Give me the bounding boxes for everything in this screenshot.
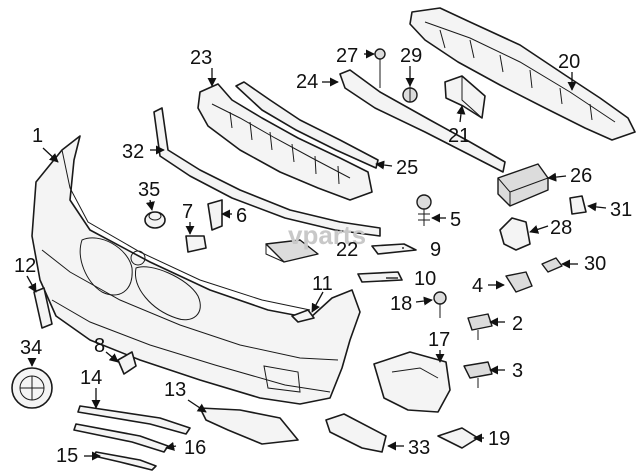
part-9-trim-piece[interactable] xyxy=(371,243,417,255)
part-30-cover[interactable] xyxy=(541,257,563,273)
callout-33: 33 xyxy=(408,437,430,459)
callout-13: 13 xyxy=(164,379,186,401)
part-14-trim[interactable] xyxy=(77,405,191,435)
part-32-upper-trim[interactable] xyxy=(153,107,381,237)
part-29-clip[interactable] xyxy=(402,86,418,103)
callout-11: 11 xyxy=(312,273,333,295)
part-11-cover[interactable] xyxy=(291,309,315,323)
part-5-clip[interactable] xyxy=(416,194,432,226)
callout-19: 19 xyxy=(488,428,510,450)
part-34-emblem[interactable] xyxy=(11,367,53,409)
callout-27: 27 xyxy=(336,45,358,67)
callout-28: 28 xyxy=(550,217,572,239)
part-1-bumper-cover[interactable] xyxy=(31,135,361,405)
callout-35: 35 xyxy=(138,179,160,201)
callout-22: 22 xyxy=(336,239,358,261)
part-20-bumper-reinforcement[interactable] xyxy=(409,7,636,141)
part-13-fog-grille[interactable] xyxy=(199,407,299,445)
callout-8: 8 xyxy=(94,335,105,357)
callout-10: 10 xyxy=(414,268,436,290)
part-35-grommet[interactable] xyxy=(144,211,166,229)
part-15-trim[interactable] xyxy=(93,451,157,471)
callout-15: 15 xyxy=(56,445,78,467)
leader-lines xyxy=(26,49,607,461)
part-33-grille-insert[interactable] xyxy=(325,413,387,453)
part-10-trim-piece[interactable] xyxy=(357,271,403,283)
part-21-bracket[interactable] xyxy=(444,75,486,119)
part-6-bracket[interactable] xyxy=(207,199,223,231)
callout-25: 25 xyxy=(396,157,418,179)
callout-32: 32 xyxy=(122,141,144,163)
part-3-screw[interactable] xyxy=(463,361,493,388)
callout-12: 12 xyxy=(14,255,36,277)
part-25-seal-strip[interactable] xyxy=(235,81,379,169)
part-24-upper-strip[interactable] xyxy=(339,69,506,173)
callout-5: 5 xyxy=(450,209,461,231)
callout-numbers: 1 2 3 4 5 6 7 8 9 10 11 12 13 14 15 16 1… xyxy=(14,45,632,467)
callout-9: 9 xyxy=(430,239,441,261)
callout-30: 30 xyxy=(584,253,606,275)
callout-21: 21 xyxy=(448,125,470,147)
part-12-plate[interactable] xyxy=(33,287,53,329)
callout-31: 31 xyxy=(610,199,632,221)
part-7-bracket[interactable] xyxy=(185,235,207,253)
part-22-module[interactable] xyxy=(265,239,319,263)
callout-34: 34 xyxy=(20,337,42,359)
part-4-bracket[interactable] xyxy=(505,271,533,293)
part-17-side-bracket[interactable] xyxy=(373,351,451,413)
callout-18: 18 xyxy=(390,293,412,315)
part-27-bolt[interactable] xyxy=(374,48,386,88)
callout-20: 20 xyxy=(558,51,580,73)
part-31-clip[interactable] xyxy=(569,195,587,215)
part-23-energy-absorber[interactable] xyxy=(197,83,373,201)
callout-16: 16 xyxy=(184,437,206,459)
callout-6: 6 xyxy=(236,205,247,227)
callout-3: 3 xyxy=(512,360,523,382)
callout-23: 23 xyxy=(190,47,212,69)
part-26-bracket[interactable] xyxy=(497,163,549,207)
part-19-washer[interactable] xyxy=(437,427,479,449)
callout-26: 26 xyxy=(570,165,592,187)
watermark-text: vparts xyxy=(288,220,366,250)
part-2-screw[interactable] xyxy=(467,313,493,340)
callout-24: 24 xyxy=(296,71,318,93)
callout-29: 29 xyxy=(400,45,422,67)
callout-2: 2 xyxy=(512,313,523,335)
part-18-clip[interactable] xyxy=(433,291,447,318)
callout-7: 7 xyxy=(182,201,193,223)
part-16-trim[interactable] xyxy=(73,423,169,453)
callout-4: 4 xyxy=(472,275,483,297)
callout-14: 14 xyxy=(80,367,102,389)
callout-1: 1 xyxy=(32,125,43,147)
part-8-bracket[interactable] xyxy=(117,351,137,375)
callout-17: 17 xyxy=(428,329,450,351)
part-28-holder[interactable] xyxy=(499,217,531,251)
